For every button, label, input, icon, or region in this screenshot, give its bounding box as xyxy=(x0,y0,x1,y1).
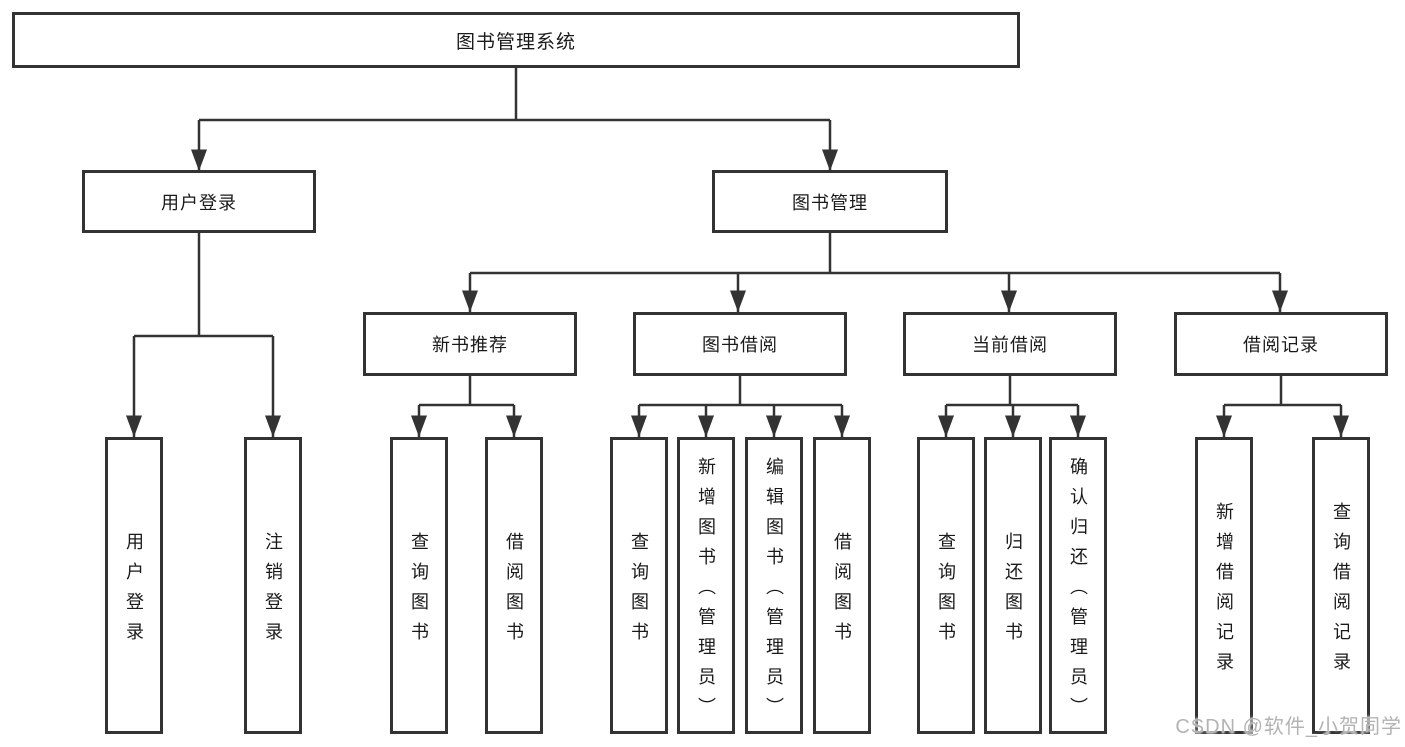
leaf-user-login: 用户登录 xyxy=(105,437,163,734)
leaf-borrow-query-books-label: 查询图书 xyxy=(629,531,649,652)
leaf-current-return-books: 归还图书 xyxy=(984,437,1042,734)
node-current-borrow-label: 当前借阅 xyxy=(972,335,1048,355)
node-book-borrow: 图书借阅 xyxy=(633,312,847,376)
node-current-borrow: 当前借阅 xyxy=(903,312,1117,376)
node-user-login: 用户登录 xyxy=(82,170,316,233)
node-book-management: 图书管理 xyxy=(712,170,948,233)
leaf-recommend-query-books-label: 查询图书 xyxy=(409,531,429,652)
csdn-watermark: CSDN @软件_小贺同学 xyxy=(1175,716,1402,738)
leaf-current-query-books: 查询图书 xyxy=(917,437,975,734)
leaf-records-query-record: 查询借阅记录 xyxy=(1312,437,1370,734)
leaf-borrow-borrow-books-label: 借阅图书 xyxy=(832,531,852,652)
leaf-user-login-label: 用户登录 xyxy=(124,531,144,652)
leaf-borrow-add-books-label: 新增图书（管理员） xyxy=(696,456,716,727)
node-new-book-recommend-label: 新书推荐 xyxy=(432,335,508,355)
leaf-current-return-books-label: 归还图书 xyxy=(1003,531,1023,652)
leaf-records-add-record: 新增借阅记录 xyxy=(1195,437,1253,734)
node-borrow-records: 借阅记录 xyxy=(1174,312,1388,376)
leaf-recommend-borrow-books-label: 借阅图书 xyxy=(504,531,524,652)
leaf-borrow-edit-books: 编辑图书（管理员） xyxy=(745,437,803,734)
leaf-records-add-record-label: 新增借阅记录 xyxy=(1214,501,1234,682)
node-library-system: 图书管理系统 xyxy=(12,12,1020,68)
leaf-borrow-query-books: 查询图书 xyxy=(610,437,668,734)
leaf-borrow-borrow-books: 借阅图书 xyxy=(813,437,871,734)
leaf-borrow-add-books: 新增图书（管理员） xyxy=(677,437,735,734)
leaf-records-query-record-label: 查询借阅记录 xyxy=(1331,501,1351,682)
node-library-system-label: 图书管理系统 xyxy=(455,31,576,53)
leaf-borrow-edit-books-label: 编辑图书（管理员） xyxy=(764,456,784,727)
node-book-management-label: 图书管理 xyxy=(792,192,868,213)
leaf-current-confirm-return-label: 确认归还（管理员） xyxy=(1068,456,1088,727)
node-borrow-records-label: 借阅记录 xyxy=(1243,335,1319,355)
leaf-current-confirm-return: 确认归还（管理员） xyxy=(1049,437,1107,734)
node-new-book-recommend: 新书推荐 xyxy=(363,312,577,376)
leaf-current-query-books-label: 查询图书 xyxy=(936,531,956,652)
leaf-logout: 注销登录 xyxy=(244,437,302,734)
node-book-borrow-label: 图书借阅 xyxy=(702,335,778,355)
leaf-logout-label: 注销登录 xyxy=(263,531,283,652)
node-user-login-label: 用户登录 xyxy=(161,192,237,213)
leaf-recommend-query-books: 查询图书 xyxy=(390,437,448,734)
leaf-recommend-borrow-books: 借阅图书 xyxy=(485,437,543,734)
